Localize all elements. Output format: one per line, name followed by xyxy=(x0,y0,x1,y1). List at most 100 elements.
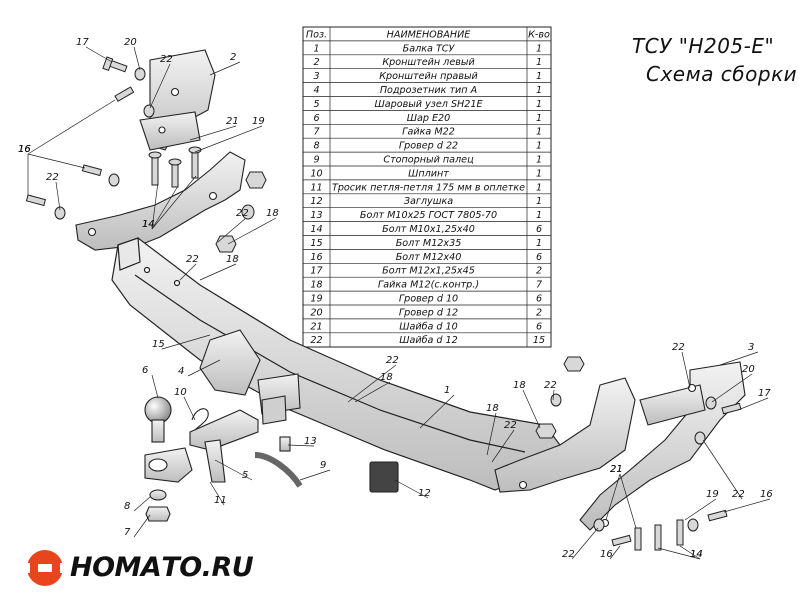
callout-number: 18 xyxy=(226,254,239,265)
leader-line xyxy=(189,125,237,141)
table-cell: 1 xyxy=(536,155,542,166)
table-cell: Гайка М22 xyxy=(402,127,455,138)
callout-number: 21 xyxy=(610,464,623,475)
callout-number: 22 xyxy=(46,172,59,183)
table-cell: 1 xyxy=(536,127,542,138)
leader-line xyxy=(27,99,116,155)
callout-number: 14 xyxy=(142,219,155,230)
table-cell: Гровер d 10 xyxy=(399,294,458,305)
table-cell: Болт М12х1,25х45 xyxy=(382,266,475,277)
leader-line xyxy=(149,63,171,109)
callout-number: 14 xyxy=(142,219,155,230)
table-cell: 10 xyxy=(310,168,322,179)
leader-line xyxy=(522,389,541,429)
callout-number: 15 xyxy=(152,339,165,350)
leader-line xyxy=(217,217,247,243)
leader-line xyxy=(151,374,159,399)
table-cell: Шплинт xyxy=(408,168,449,179)
callout-number: 4 xyxy=(178,366,184,377)
leader-line xyxy=(85,46,113,63)
callout-number: 22 xyxy=(160,54,173,65)
table-cell: 1 xyxy=(536,57,542,68)
table-cell: 1 xyxy=(536,141,542,152)
callout-number: 18 xyxy=(513,380,526,391)
leader-line xyxy=(737,397,769,411)
leader-line xyxy=(619,473,637,529)
callout-number: 12 xyxy=(418,488,431,499)
callout-number: 5 xyxy=(242,470,248,481)
table-cell: 1 xyxy=(536,210,542,221)
callout-number: 14 xyxy=(690,549,703,560)
tow-beam xyxy=(111,237,561,491)
table-cell: 13 xyxy=(310,210,322,221)
table-cell: 2 xyxy=(313,57,319,68)
leader-line xyxy=(133,46,141,71)
callout-number: 18 xyxy=(380,372,393,383)
leader-line xyxy=(394,479,429,499)
table-cell: 6 xyxy=(536,252,542,263)
callout-number: 9 xyxy=(320,460,326,471)
table-cell: Болт М10х1,25х40 xyxy=(382,224,475,235)
table-cell: 21 xyxy=(310,321,322,332)
leader-line xyxy=(723,498,771,513)
callout-number: 10 xyxy=(174,387,187,398)
leader-line xyxy=(299,469,331,481)
leader-line xyxy=(711,373,753,403)
table-cell: 3 xyxy=(313,71,319,82)
callout-number: 11 xyxy=(214,495,227,506)
table-header-cell: НАИМЕНОВАНИЕ xyxy=(387,29,472,40)
callout-number: 16 xyxy=(18,144,31,155)
table-header-cell: Поз. xyxy=(306,29,327,40)
leader-line xyxy=(657,547,701,560)
callout-number: 22 xyxy=(544,380,557,391)
callout-number: 13 xyxy=(304,436,317,447)
leader-line xyxy=(486,412,497,456)
leader-line xyxy=(491,429,515,463)
table-cell: 1 xyxy=(536,113,542,124)
callout-number: 16 xyxy=(18,144,31,155)
table-cell: 16 xyxy=(310,252,322,263)
leader-line xyxy=(354,381,391,403)
leader-line xyxy=(287,444,315,447)
callout-number: 22 xyxy=(186,254,199,265)
callout-number: 22 xyxy=(672,342,685,353)
hitch-components xyxy=(144,329,399,522)
leader-line xyxy=(214,459,253,481)
right-bracket-fasteners xyxy=(535,356,742,551)
callout-number: 3 xyxy=(748,342,754,353)
table-cell: 1 xyxy=(536,182,542,193)
leader-line xyxy=(679,545,701,560)
callout-number: 22 xyxy=(236,208,249,219)
callout-number: 6 xyxy=(142,365,148,376)
table-cell: 1 xyxy=(536,168,542,179)
table-cell: Болт М12х40 xyxy=(396,252,462,263)
table-cell: 9 xyxy=(313,155,319,166)
leader-line xyxy=(719,351,759,366)
table-cell: 6 xyxy=(536,294,542,305)
table-cell: 1 xyxy=(536,238,542,249)
leader-line xyxy=(552,389,555,401)
left-bracket xyxy=(75,49,246,251)
leader-line xyxy=(605,473,621,521)
leader-line xyxy=(133,514,151,538)
table-cell: 1 xyxy=(536,196,542,207)
leader-line xyxy=(194,125,263,153)
table-cell: Болт М10х25 ГОСТ 7805-70 xyxy=(360,210,497,221)
table-cell: 2 xyxy=(536,266,542,277)
callout-number: 19 xyxy=(252,116,265,127)
leader-line xyxy=(681,351,691,389)
table-cell: Шар E20 xyxy=(407,113,451,124)
leader-line xyxy=(183,396,196,421)
leader-line xyxy=(27,153,86,169)
table-cell: Шайба d 12 xyxy=(399,334,458,346)
table-cell: 15 xyxy=(310,238,322,249)
table-cell: Кронштейн левый xyxy=(382,57,474,68)
callout-number: 22 xyxy=(732,489,745,500)
logo-text: НОМАТО.RU xyxy=(70,552,254,583)
table-header-cell: К-во xyxy=(528,29,550,40)
table-cell: 6 xyxy=(536,321,542,332)
callout-number: 7 xyxy=(124,527,131,538)
leader-line xyxy=(161,334,211,350)
